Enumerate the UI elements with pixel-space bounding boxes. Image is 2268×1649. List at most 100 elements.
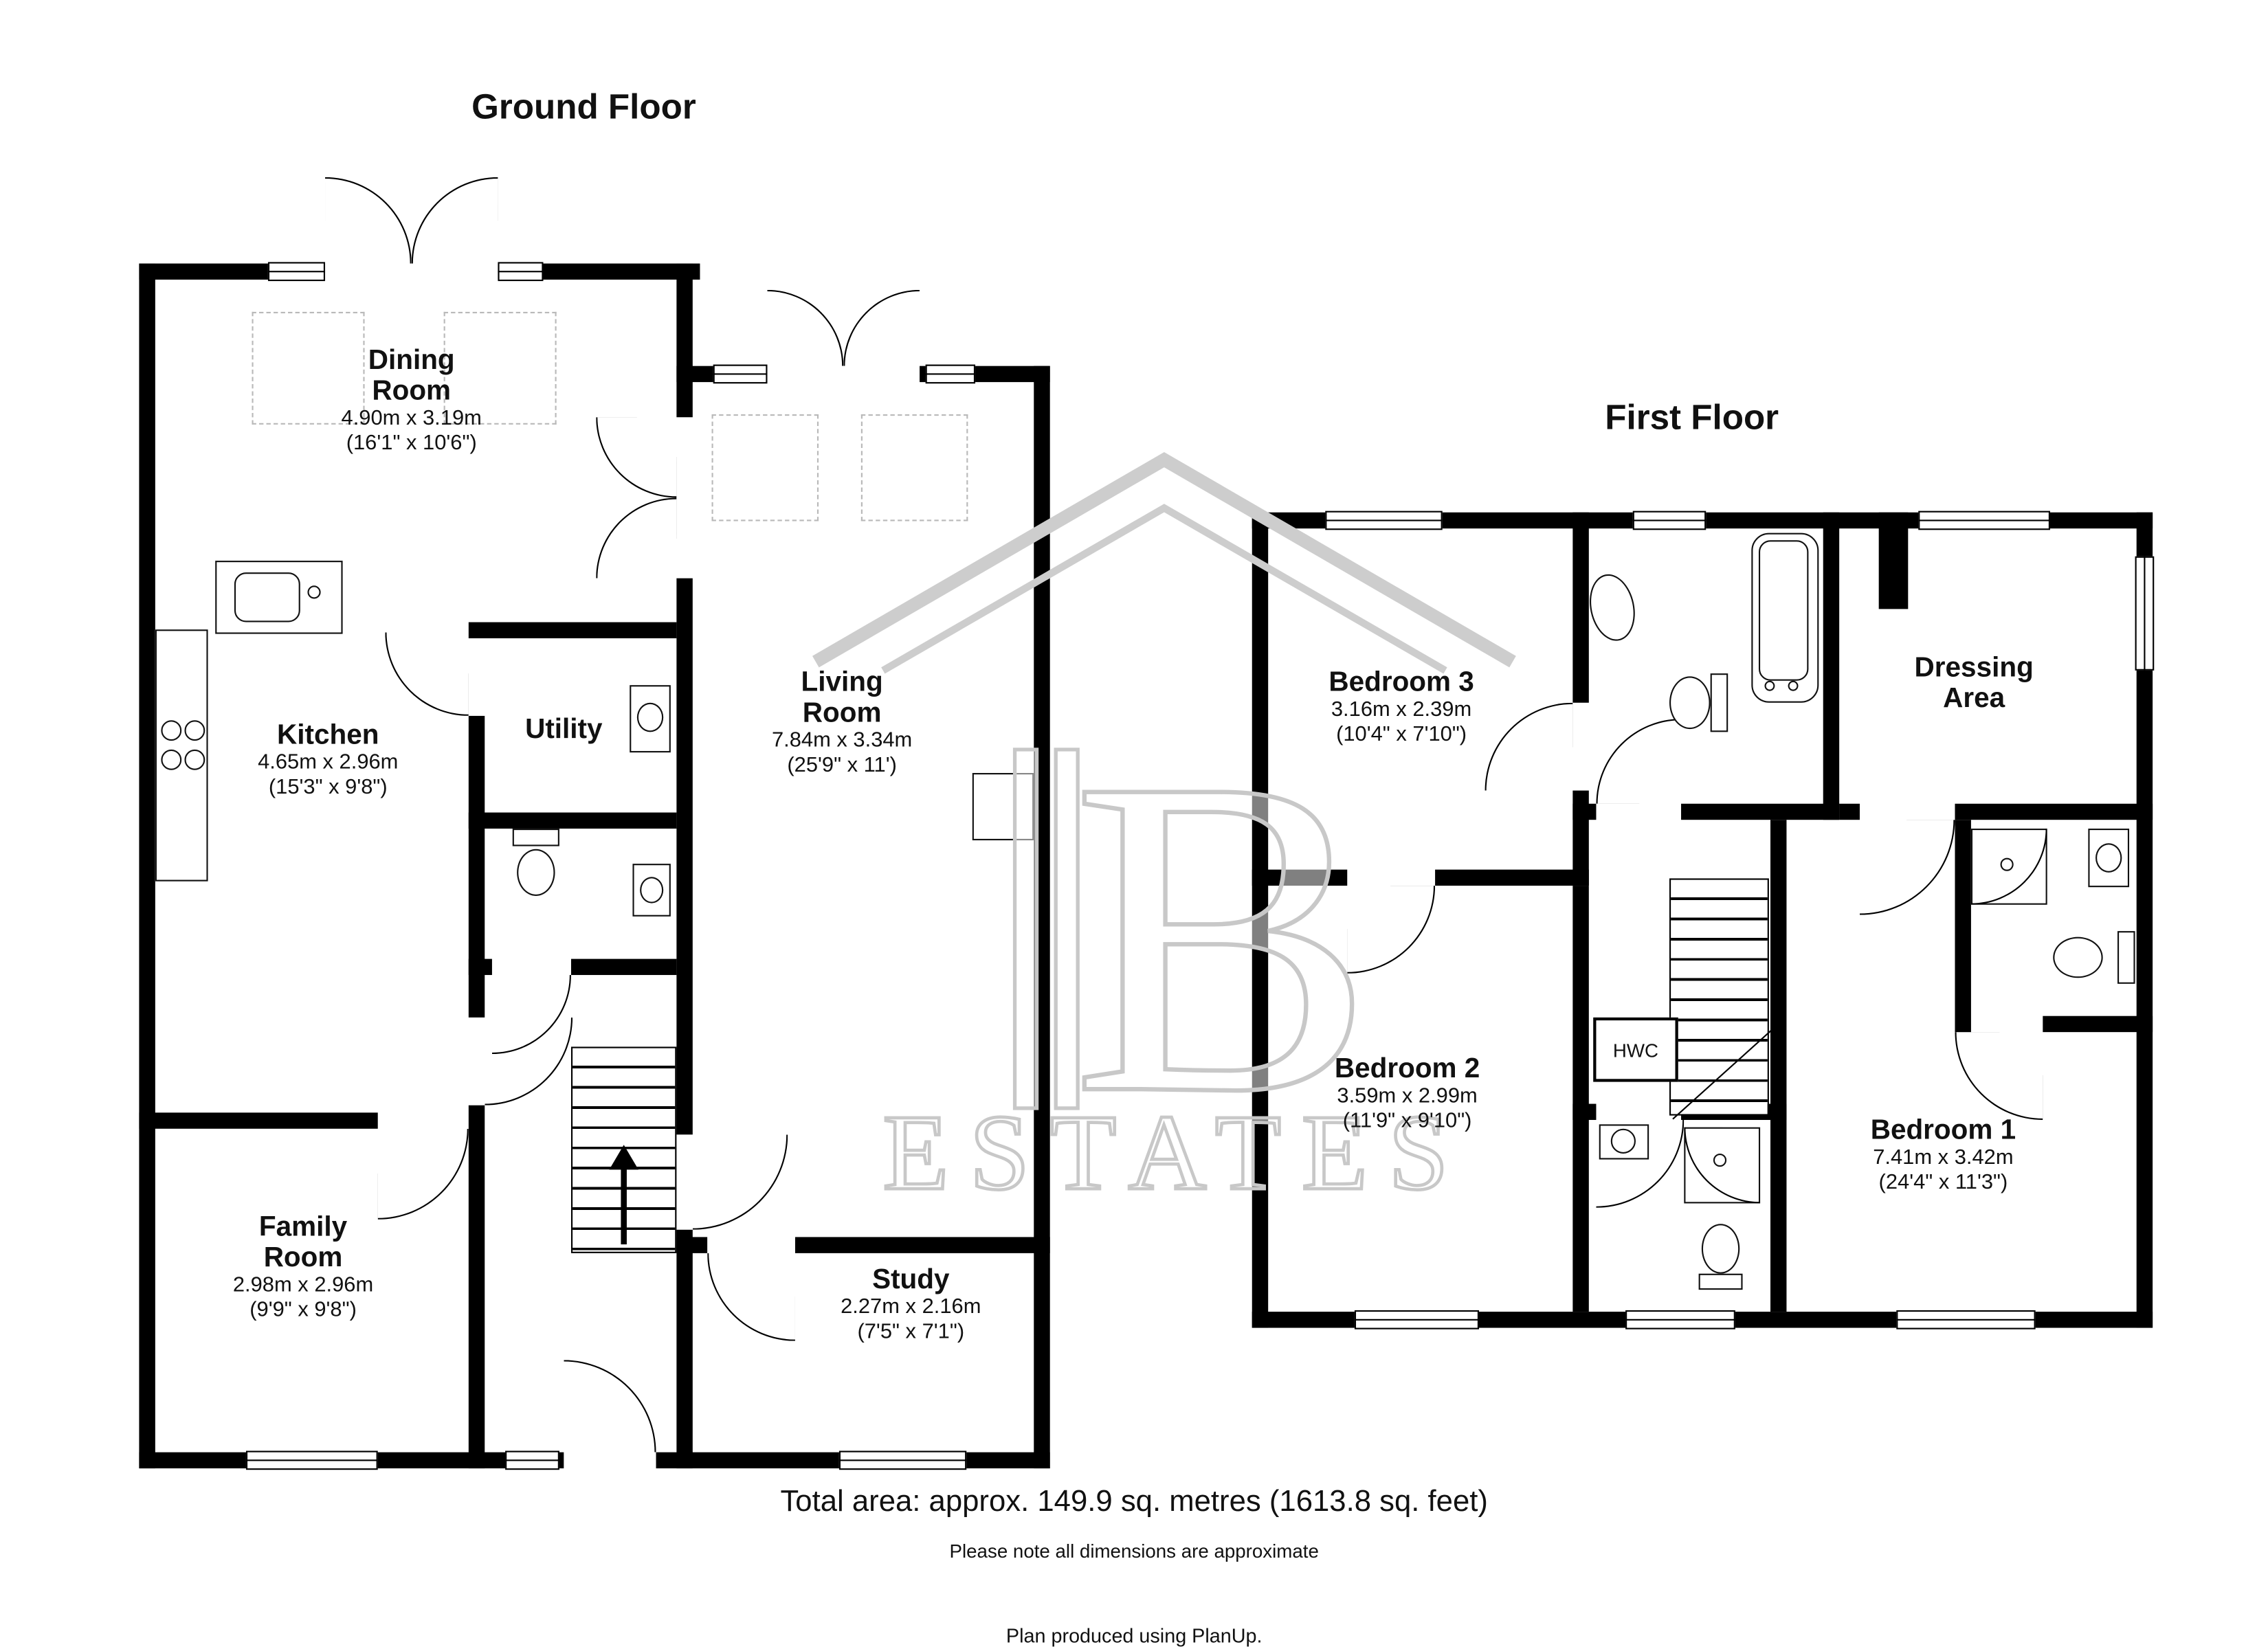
window [1632, 511, 1706, 530]
kitchen-sink [234, 572, 300, 622]
window [1625, 1310, 1735, 1330]
toilet-cistern [1698, 1273, 1743, 1290]
room-label-bedroom3: Bedroom 3 3.16m x 2.39m (10'4" x 7'10") [1263, 668, 1541, 748]
room-label-bedroom2: Bedroom 2 3.59m x 2.99m (11'9" x 9'10") [1268, 1054, 1546, 1134]
door-swing-arc [1955, 1032, 2043, 1120]
room-name: Bedroom 2 [1334, 1054, 1480, 1085]
room-label-dressing: Dressing Area [1863, 653, 2085, 714]
room-name: Utility [525, 714, 603, 745]
wall [498, 263, 700, 280]
stairs-up-arrow-head [609, 1145, 638, 1170]
room-dimensions-imperial: (7'5" x 7'1") [857, 1320, 965, 1344]
hob-burner [161, 720, 182, 741]
hob-burner [161, 749, 182, 770]
room-dimensions-metric: 2.98m x 2.96m [232, 1273, 374, 1297]
wall [1839, 803, 1860, 820]
door-swing-arc [1859, 820, 1955, 915]
toilet-cistern [1710, 673, 1728, 732]
door-swing-arc [485, 1017, 573, 1106]
wall [1034, 366, 1050, 1469]
window [267, 262, 326, 282]
window [1354, 1310, 1480, 1330]
tap-icon [307, 585, 321, 599]
tap-icon [1788, 680, 1799, 691]
room-dimensions-imperial: (9'9" x 9'8") [249, 1298, 357, 1323]
wall [1955, 820, 1971, 1033]
hob-burner [184, 749, 205, 770]
window [925, 364, 976, 384]
wall [139, 263, 155, 1469]
furniture-outline [860, 414, 968, 521]
wall [1252, 869, 1348, 886]
window [838, 1450, 967, 1470]
room-dimensions-metric: 3.59m x 2.99m [1337, 1084, 1478, 1108]
window [245, 1450, 378, 1470]
door-swing-arc [843, 289, 920, 366]
room-name: Study [872, 1264, 950, 1296]
wall [468, 1105, 485, 1469]
furniture-outline [252, 311, 365, 425]
room-dimensions-metric: 7.84m x 3.34m [771, 729, 913, 753]
watermark-bar [1054, 748, 1080, 1110]
room-dimensions-imperial: (11'9" x 9'10") [1342, 1110, 1472, 1134]
window [1896, 1310, 2036, 1330]
room-dimensions-imperial: (16'1" x 10'6") [346, 431, 477, 456]
wall [468, 715, 485, 1018]
window [2135, 556, 2155, 671]
room-name: Living Room [801, 667, 883, 730]
room-name: Dressing Area [1914, 653, 2034, 715]
hwc-label: HWC [1612, 1038, 1659, 1061]
bathtub [1751, 532, 1819, 703]
room-dimensions-imperial: (15'3" x 9'8") [268, 776, 388, 800]
room-name: Dining Room [368, 345, 455, 407]
window [1918, 511, 2050, 530]
door-swing-arc [1596, 719, 1682, 804]
room-label-kitchen: Kitchen 4.65m x 2.96m (15'3" x 9'8") [197, 720, 460, 800]
watermark-roof-icon-inner [881, 504, 1447, 674]
wall [794, 1237, 1050, 1253]
toilet-bowl [1701, 1224, 1740, 1274]
wall [676, 578, 693, 1135]
door-swing-arc [411, 177, 498, 264]
room-dimensions-imperial: (24'4" x 11'3") [1878, 1171, 2008, 1195]
room-label-utility: Utility [483, 715, 644, 745]
dimensions-note: Please note all dimensions are approxima… [949, 1540, 1319, 1562]
room-name: Bedroom 1 [1870, 1115, 2016, 1147]
kitchen-counter [155, 629, 208, 882]
shower-drain [1713, 1153, 1727, 1167]
room-dimensions-metric: 7.41m x 3.42m [1873, 1146, 2014, 1170]
hot-water-cupboard: HWC [1593, 1017, 1678, 1082]
wall [2136, 512, 2153, 1328]
wc-basin-bowl [640, 877, 664, 904]
door-swing-arc [325, 177, 412, 264]
wall [676, 1237, 708, 1253]
wall [676, 263, 693, 418]
toilet-cistern [512, 828, 559, 846]
furniture-outline [711, 414, 819, 521]
chimney-breast [1878, 512, 1909, 609]
wall [1955, 803, 2153, 820]
door-swing-arc [1347, 886, 1436, 974]
planup-credit: Plan produced using PlanUp. [1005, 1625, 1263, 1648]
wc-basin [632, 864, 671, 917]
wall [1823, 512, 1840, 820]
wall [1572, 512, 1589, 703]
toilet-cistern [2117, 931, 2135, 984]
total-area-text: Total area: approx. 149.9 sq. metres (16… [780, 1484, 1488, 1518]
bathroom-basin [1583, 570, 1641, 645]
door-swing-arc [377, 1128, 469, 1220]
wall [468, 958, 492, 976]
wall [570, 958, 677, 976]
room-dimensions-imperial: (25'9" x 11') [787, 754, 897, 778]
door-swing-arc [385, 632, 469, 716]
window [505, 1450, 559, 1470]
wall [1435, 869, 1589, 886]
door-swing-arc [767, 289, 844, 366]
toilet-bowl [1669, 676, 1711, 730]
room-name: Family Room [258, 1212, 348, 1274]
wall [1572, 1103, 1597, 1120]
bathtub-inner [1758, 540, 1809, 681]
wall [676, 1229, 693, 1469]
furniture-outline [443, 311, 557, 425]
